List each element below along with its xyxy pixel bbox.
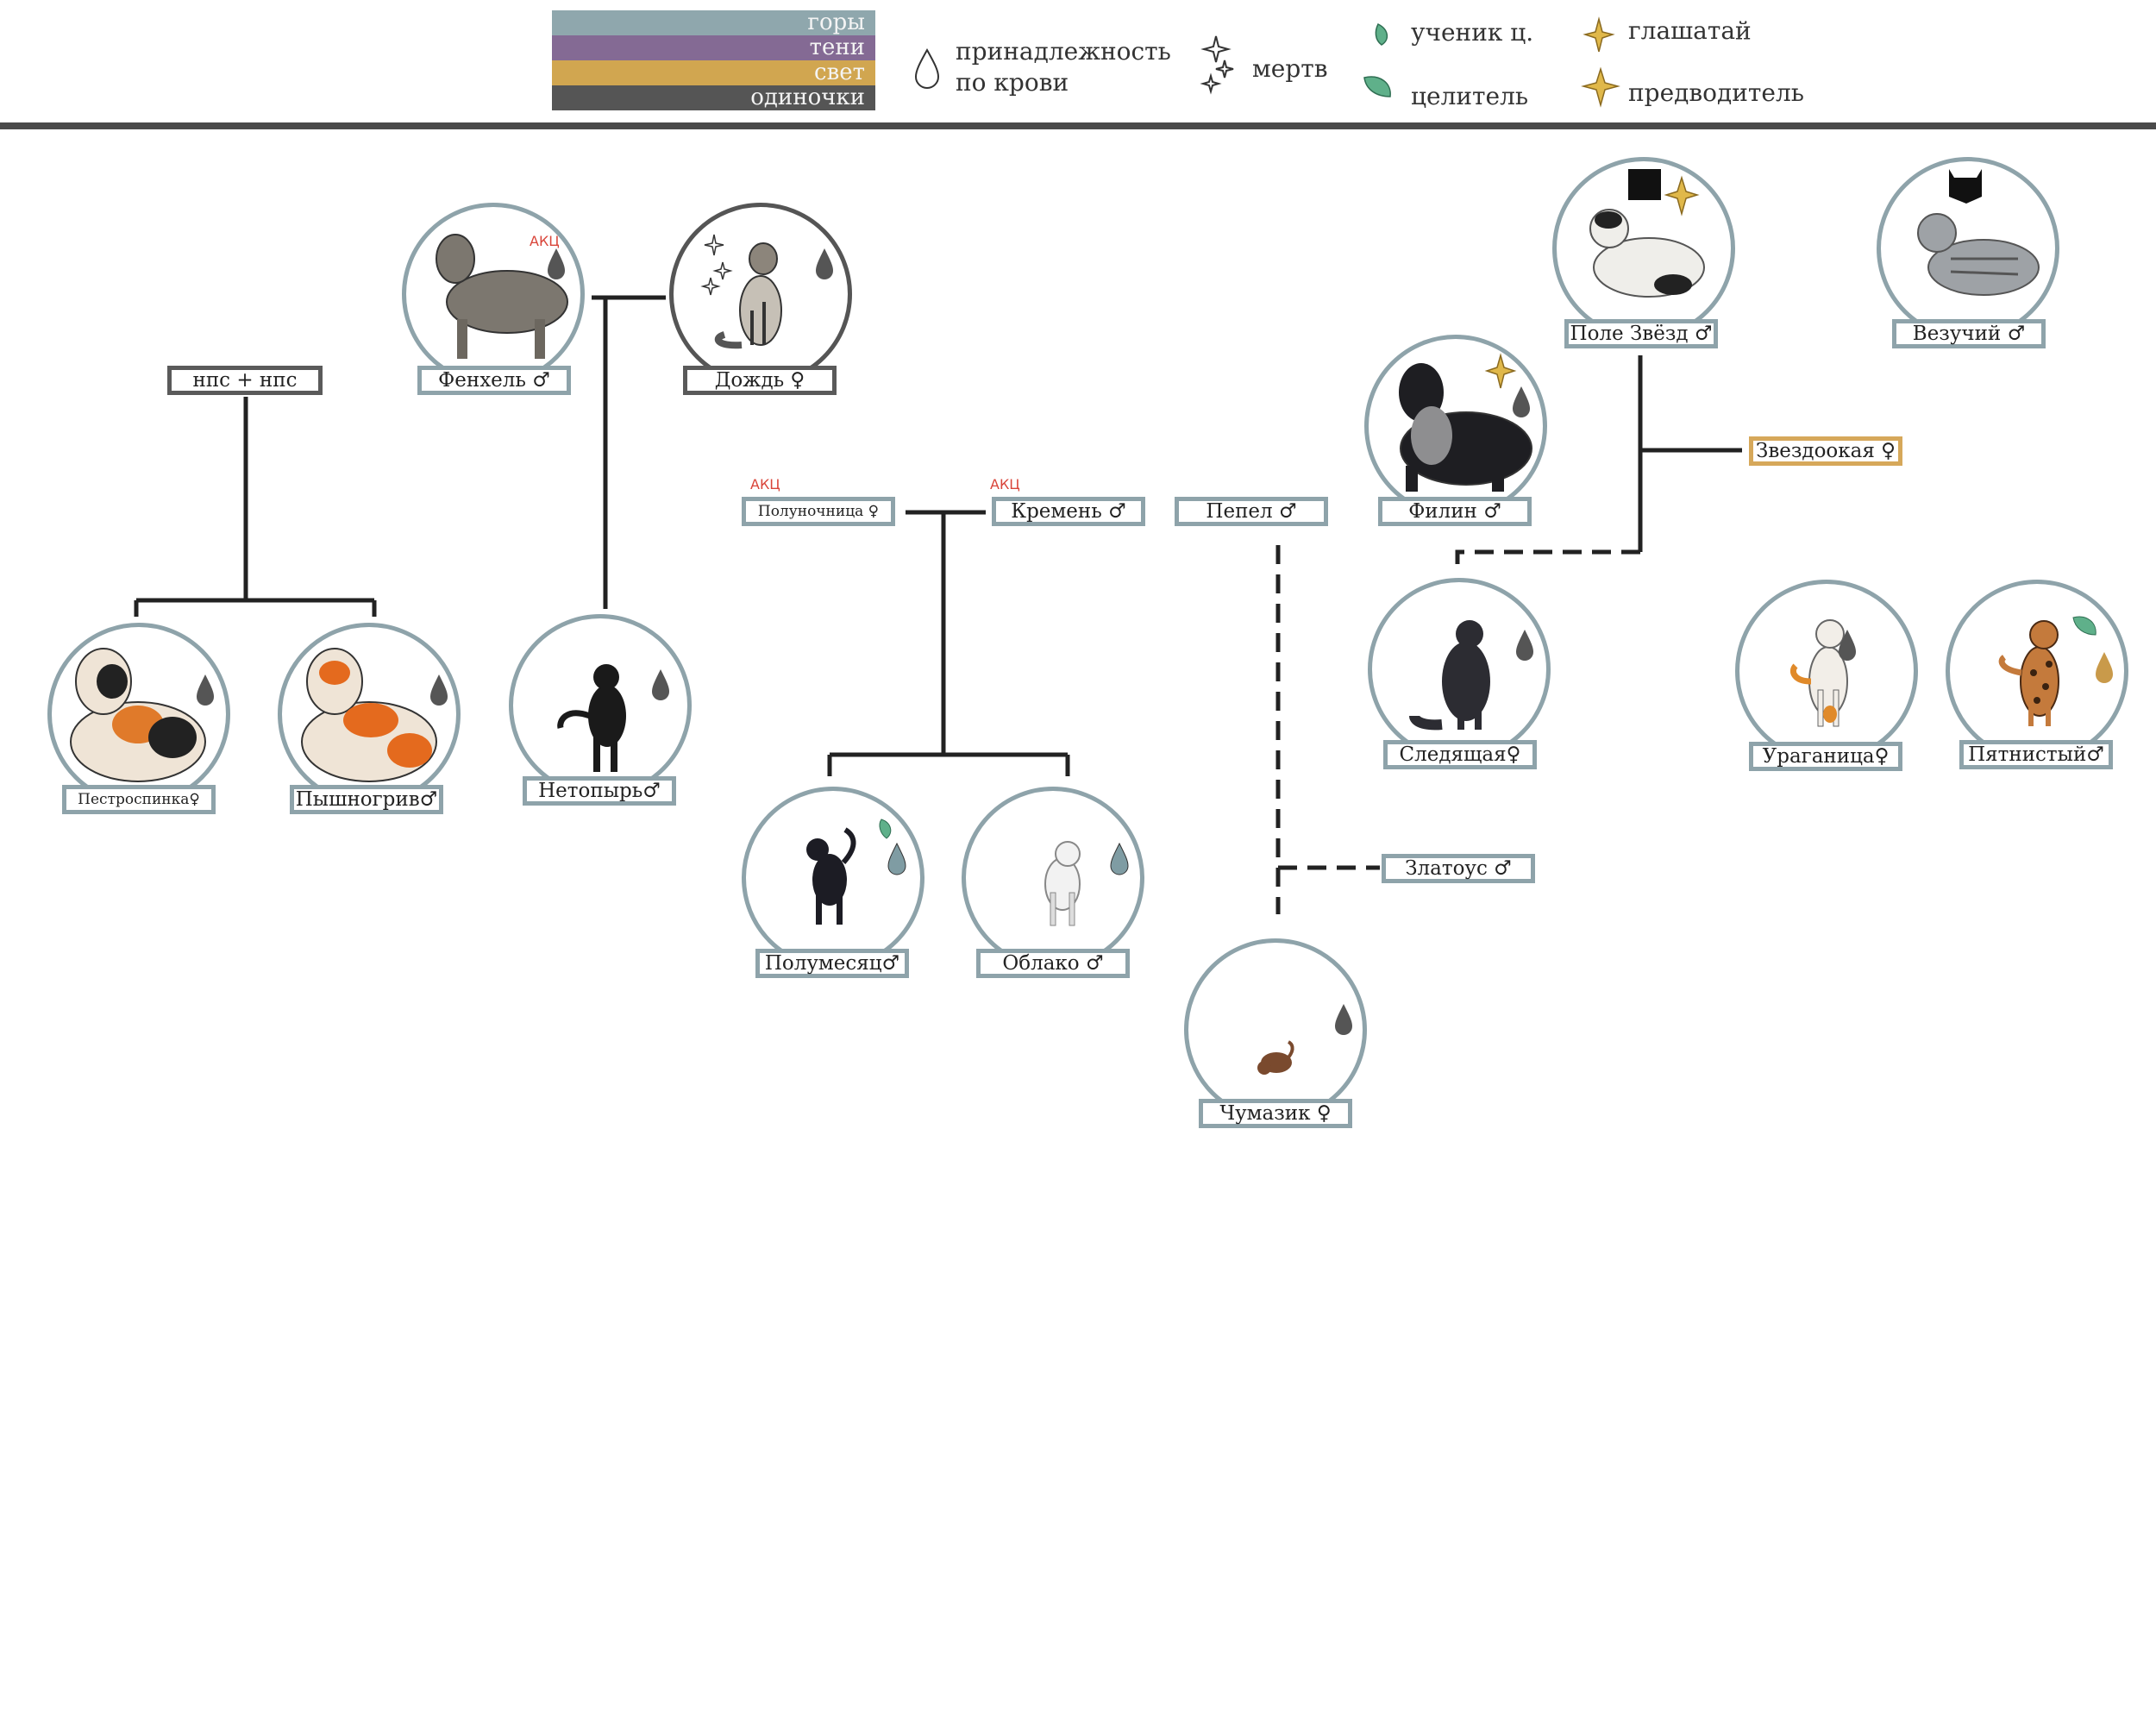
cat-figure-polumesyats — [806, 827, 856, 925]
healer-leaf-icon — [1363, 76, 1391, 97]
label-vezuchiy: Везучий ♂ — [1892, 319, 2046, 348]
label-fenhel: Фенхель ♂ — [417, 366, 571, 395]
akc-mark: АКЦ — [530, 233, 560, 249]
connector-line — [592, 295, 666, 609]
label-pole-zvezd: Поле Звёзд ♂ — [1564, 319, 1718, 348]
legend-faction-mountains: горы — [552, 10, 875, 35]
blood-drop-icon — [887, 842, 906, 875]
blood-drop-icon — [652, 669, 669, 700]
legend-blood-label-2: по крови — [956, 68, 1069, 97]
label-dozhd: Дождь ♀ — [683, 366, 837, 395]
blood-drop-icon — [197, 674, 214, 706]
legend-apprentice-label: ученик ц. — [1411, 18, 1534, 47]
cat-figure-uraganitsa — [1789, 619, 1848, 727]
blood-drop-icon — [548, 248, 565, 279]
faction-mask-icon — [1949, 169, 1982, 204]
healer-leaf-icon — [2072, 616, 2096, 636]
label-pyatnistyy: Пятнистый♂ — [1959, 740, 2113, 769]
legend-faction-light: свет — [552, 60, 875, 85]
label-pestrospinka: Пестроспинка♀ — [62, 785, 216, 814]
legend-dead-label: мертв — [1252, 54, 1328, 83]
blood-drop-icon — [914, 47, 940, 89]
herald-star-icon — [1484, 353, 1517, 389]
cat-figure-pole-zvezd — [1589, 209, 1705, 298]
dead-star-icon — [700, 277, 721, 296]
blood-drop-icon — [430, 674, 448, 706]
dead-star-icon — [1200, 72, 1222, 95]
blood-drop-icon — [2096, 652, 2113, 683]
label-zvezdookaya: Звездоокая ♀ — [1749, 436, 1902, 466]
akc-mark: АКЦ — [990, 476, 1020, 492]
legend-faction-label: горы — [807, 9, 865, 35]
dashed-connector-line — [1455, 549, 1640, 571]
legend-faction-label: свет — [814, 60, 865, 85]
cat-figure-pyatnistyy — [1998, 620, 2059, 726]
cat-figure-pestrospinka — [70, 648, 206, 782]
legend-faction-label: одиночки — [750, 85, 865, 110]
apprentice-leaf-icon — [1375, 22, 1388, 46]
dead-star-icon — [1215, 60, 1234, 78]
cat-figure-vezuchiy — [1917, 213, 2040, 296]
label-kremen: Кремень ♂ — [992, 497, 1145, 526]
legend-healer-label: целитель — [1411, 82, 1529, 110]
cat-figure-sledyaschaya — [1409, 620, 1490, 731]
label-pyshnogriv: Пышногрив♂ — [290, 785, 443, 814]
header-divider — [0, 122, 2156, 129]
legend-faction-loners: одиночки — [552, 85, 875, 110]
dead-star-icon — [712, 261, 733, 280]
label-polunochnitsa: Полуночница ♀ — [742, 497, 895, 526]
cat-figure-oblako — [1044, 841, 1081, 926]
cat-figure-fenhel — [436, 234, 568, 359]
label-oblako: Облако ♂ — [976, 949, 1130, 978]
label-sledyaschaya: Следящая♀ — [1383, 740, 1537, 769]
apprentice-leaf-icon — [879, 819, 892, 839]
label-npc-parents: нпс + нпс — [167, 366, 323, 395]
blood-drop-icon — [1513, 386, 1530, 417]
leader-star-icon — [1581, 66, 1620, 108]
blood-drop-icon — [1839, 630, 1856, 661]
label-chumazik: Чумазик ♀ — [1199, 1099, 1352, 1128]
legend-blood-label: принадлежность — [956, 37, 1171, 66]
blood-drop-icon — [1110, 842, 1129, 875]
legend-faction-shadows: тени — [552, 35, 875, 60]
dead-star-icon — [704, 234, 724, 256]
label-uraganitsa: Ураганица♀ — [1749, 742, 1902, 771]
legend-leader-label: предводитель — [1628, 78, 1805, 107]
blood-drop-icon — [1335, 1004, 1352, 1035]
connector-line — [827, 510, 1070, 776]
label-netopyr: Нетопырь♂ — [523, 776, 676, 806]
label-pepel: Пепел ♂ — [1175, 497, 1328, 526]
blood-drop-icon — [1516, 630, 1533, 661]
dead-star-icon — [1200, 35, 1232, 63]
cat-figure-chumazik — [1257, 1040, 1294, 1075]
label-zlatous: Златоус ♂ — [1382, 854, 1535, 883]
akc-mark: АКЦ — [750, 476, 780, 492]
connector-line — [1638, 355, 1742, 552]
leader-star-icon — [1664, 175, 1700, 216]
legend-herald-label: глашатай — [1628, 16, 1752, 45]
blood-drop-icon — [816, 248, 833, 279]
connector-line — [134, 397, 377, 617]
label-polumesyats: Полумесяц♂ — [755, 949, 909, 978]
cat-figure-netopyr — [557, 664, 626, 772]
label-filin: Филин ♂ — [1378, 497, 1532, 526]
herald-star-icon — [1583, 16, 1615, 53]
legend-faction-label: тени — [809, 34, 865, 60]
cat-figure-dozhd — [714, 242, 782, 349]
cat-figure-filin — [1399, 363, 1532, 492]
cat-figure-pyshnogriv — [301, 648, 437, 782]
faction-mask-icon — [1628, 169, 1661, 200]
